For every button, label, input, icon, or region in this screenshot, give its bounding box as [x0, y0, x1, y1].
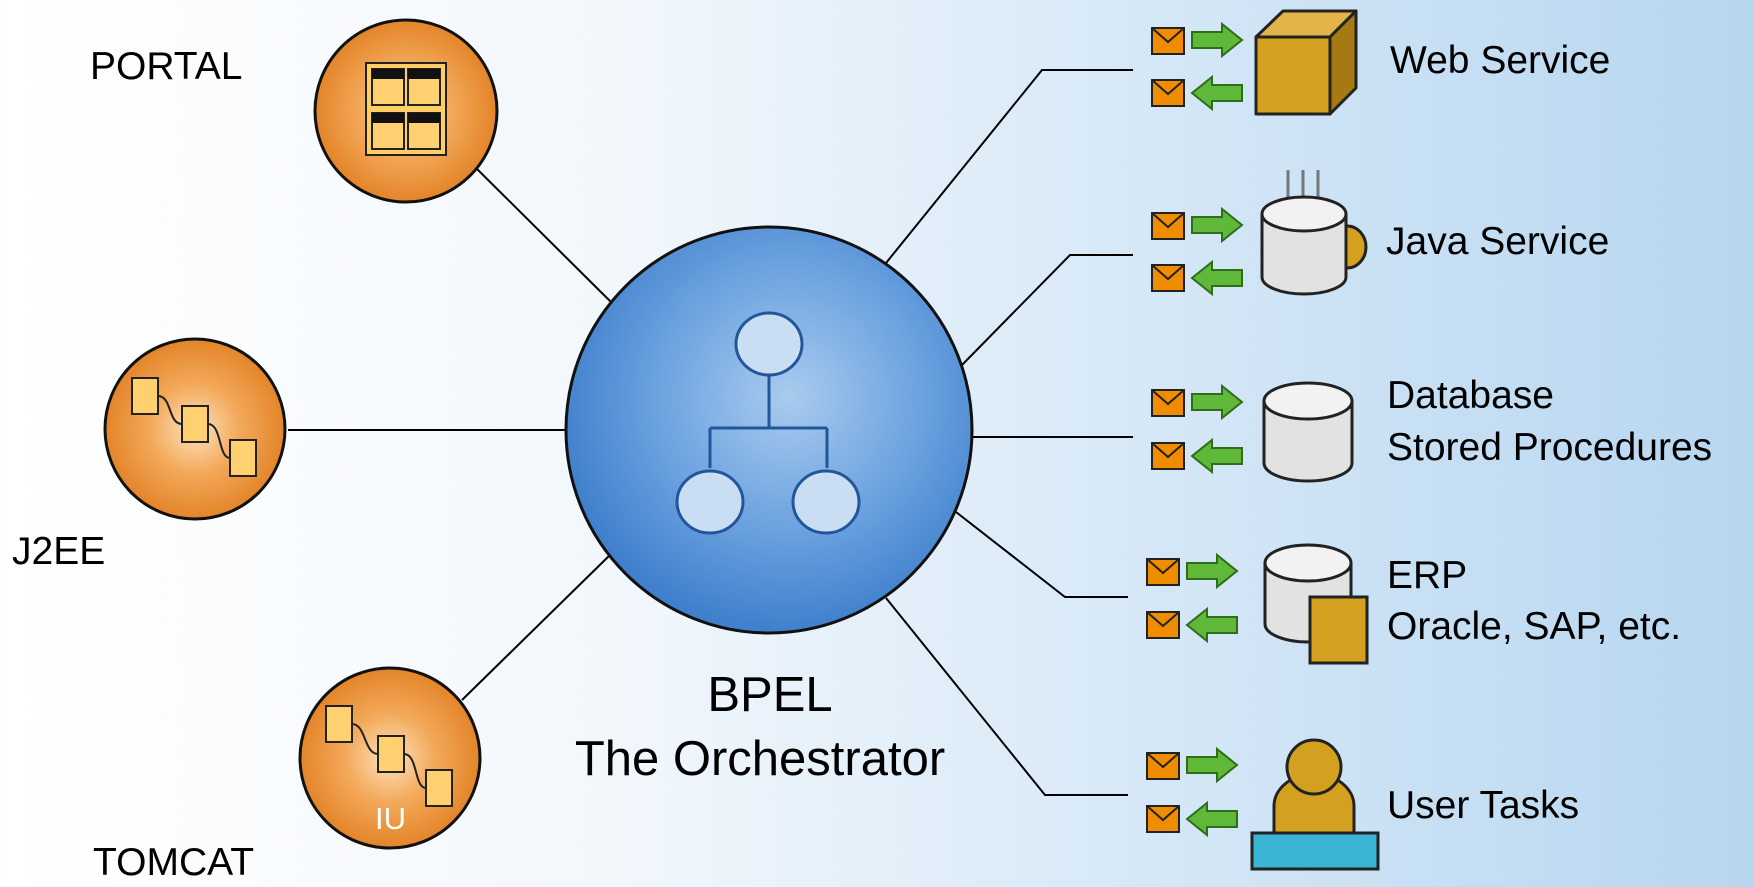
cube-icon — [1254, 9, 1358, 116]
erp-label: ERP — [1387, 554, 1468, 597]
workflow-icon — [131, 377, 257, 477]
user-tasks-messages — [1146, 748, 1238, 836]
java-service-label: Java Service — [1386, 220, 1610, 263]
tomcat-label: TOMCAT — [93, 841, 255, 884]
arrow-right-icon — [1191, 23, 1243, 57]
portal-node — [313, 18, 499, 204]
envelope-icon — [1151, 27, 1185, 55]
connector-lines-left — [288, 167, 613, 701]
envelope-icon — [1146, 558, 1180, 586]
arrow-right-icon — [1186, 748, 1238, 782]
j2ee-node — [103, 337, 287, 521]
stored-procedures-label: Stored Procedures — [1387, 426, 1713, 469]
tomcat-inner-label: IU — [375, 801, 406, 836]
j2ee-label: J2EE — [12, 530, 106, 573]
bpel-hub — [564, 225, 974, 635]
arrow-left-icon — [1191, 261, 1243, 295]
user-icon — [1250, 738, 1380, 871]
database-messages — [1151, 385, 1243, 473]
web-service-label: Web Service — [1390, 39, 1611, 82]
arrow-left-icon — [1186, 608, 1238, 642]
java-service-messages — [1151, 208, 1243, 295]
erp-messages — [1146, 554, 1238, 642]
database-label: Database — [1387, 374, 1554, 417]
arrow-right-icon — [1191, 385, 1243, 419]
connector-lines-right — [885, 69, 1133, 796]
envelope-icon — [1151, 389, 1185, 417]
arrow-left-icon — [1191, 76, 1243, 110]
arrow-right-icon — [1186, 554, 1238, 588]
envelope-icon — [1151, 212, 1185, 240]
center-title: BPEL — [707, 668, 833, 722]
arrow-left-icon — [1186, 802, 1238, 836]
tomcat-node — [298, 666, 482, 850]
envelope-icon — [1146, 805, 1180, 833]
database-cylinder-icon — [1262, 381, 1354, 483]
envelope-icon — [1151, 264, 1185, 292]
center-subtitle: The Orchestrator — [574, 732, 946, 786]
user-tasks-label: User Tasks — [1387, 784, 1580, 827]
web-service-messages — [1151, 23, 1243, 110]
workflow-icon — [325, 705, 453, 807]
table-grid-icon — [365, 62, 447, 156]
erp-database-icon — [1263, 543, 1369, 665]
envelope-icon — [1146, 611, 1180, 639]
arrow-right-icon — [1191, 208, 1243, 242]
coffee-cup-icon — [1260, 170, 1368, 296]
erp-vendors-label: Oracle, SAP, etc. — [1387, 605, 1682, 648]
hierarchy-icon — [675, 311, 861, 535]
portal-label: PORTAL — [90, 45, 243, 88]
envelope-icon — [1151, 79, 1185, 107]
arrow-left-icon — [1191, 439, 1243, 473]
envelope-icon — [1146, 752, 1180, 780]
envelope-icon — [1151, 442, 1185, 470]
